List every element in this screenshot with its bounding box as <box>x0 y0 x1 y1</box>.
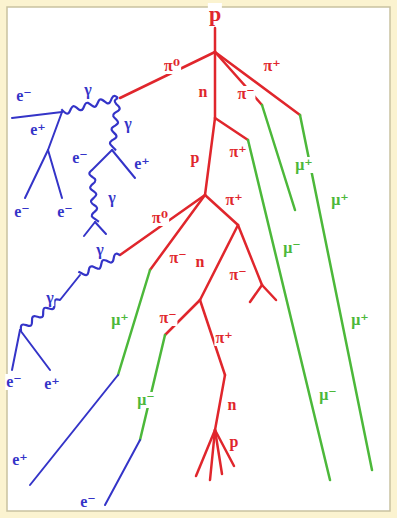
track <box>92 150 112 170</box>
particle-label: e⁺ <box>29 122 47 138</box>
photon-track <box>89 170 99 222</box>
track <box>250 285 262 302</box>
track <box>48 112 62 150</box>
particle-label: e⁻ <box>13 204 31 220</box>
track <box>25 150 48 198</box>
track <box>262 285 276 300</box>
particle-label: e⁻ <box>71 150 89 166</box>
photon-track <box>61 96 118 114</box>
particle-label: e⁺ <box>43 376 61 392</box>
particle-label: π⁺ <box>262 58 281 74</box>
track <box>30 375 118 485</box>
track <box>210 430 215 480</box>
track <box>150 195 205 270</box>
particle-label: μ⁺ <box>110 312 130 328</box>
track <box>200 225 238 300</box>
particle-label: e⁻ <box>15 88 33 104</box>
particle-label: e⁻ <box>79 494 97 510</box>
track <box>12 330 20 370</box>
track <box>215 52 262 105</box>
track <box>60 275 80 300</box>
track <box>120 195 205 255</box>
particle-label: γ <box>95 242 104 258</box>
particle-label: μ⁺ <box>330 192 350 208</box>
track <box>20 330 50 370</box>
particle-label: μ⁺ <box>350 312 370 328</box>
track <box>214 52 217 118</box>
panel <box>7 7 390 511</box>
particle-label: γ <box>123 116 132 132</box>
particle-label: μ⁺ <box>294 157 314 173</box>
particle-label: p <box>190 150 201 166</box>
particle-label: π⁺ <box>214 330 233 346</box>
track <box>262 105 295 210</box>
particle-label: n <box>195 254 206 270</box>
particle-label: π⁺ <box>224 192 243 208</box>
track <box>215 375 225 430</box>
track <box>105 440 140 505</box>
track <box>12 112 62 118</box>
particle-label: μ⁻ <box>136 392 156 408</box>
particle-label: e⁻ <box>56 204 74 220</box>
track <box>205 118 215 195</box>
particle-label: π⁰ <box>151 210 169 226</box>
particle-label: e⁻ <box>5 374 23 390</box>
track <box>215 118 248 140</box>
particle-label: π⁻ <box>168 250 187 266</box>
track <box>112 150 135 178</box>
particle-label: e⁺ <box>11 452 29 468</box>
particle-label: π⁻ <box>228 267 247 283</box>
photon-track <box>110 98 120 150</box>
particle-label: p <box>229 434 240 450</box>
particle-label: π⁰ <box>163 58 181 74</box>
particle-label: π⁻ <box>158 310 177 326</box>
track <box>140 335 165 440</box>
particle-label: n <box>198 84 209 100</box>
track <box>48 150 62 198</box>
particle-label: p <box>208 3 222 25</box>
particle-label: π⁻ <box>236 86 255 102</box>
particle-label: μ⁻ <box>282 240 302 256</box>
particle-label: μ⁻ <box>318 387 338 403</box>
particle-label: γ <box>107 190 116 206</box>
track <box>84 222 95 236</box>
particle-tracks <box>12 28 372 505</box>
particle-label: γ <box>45 290 54 306</box>
particle-label: e⁺ <box>133 156 151 172</box>
track <box>95 222 106 234</box>
track <box>214 28 217 52</box>
particle-label: π⁺ <box>228 144 247 160</box>
particle-label: γ <box>83 82 92 98</box>
track <box>215 52 300 115</box>
particle-label: n <box>227 397 238 413</box>
